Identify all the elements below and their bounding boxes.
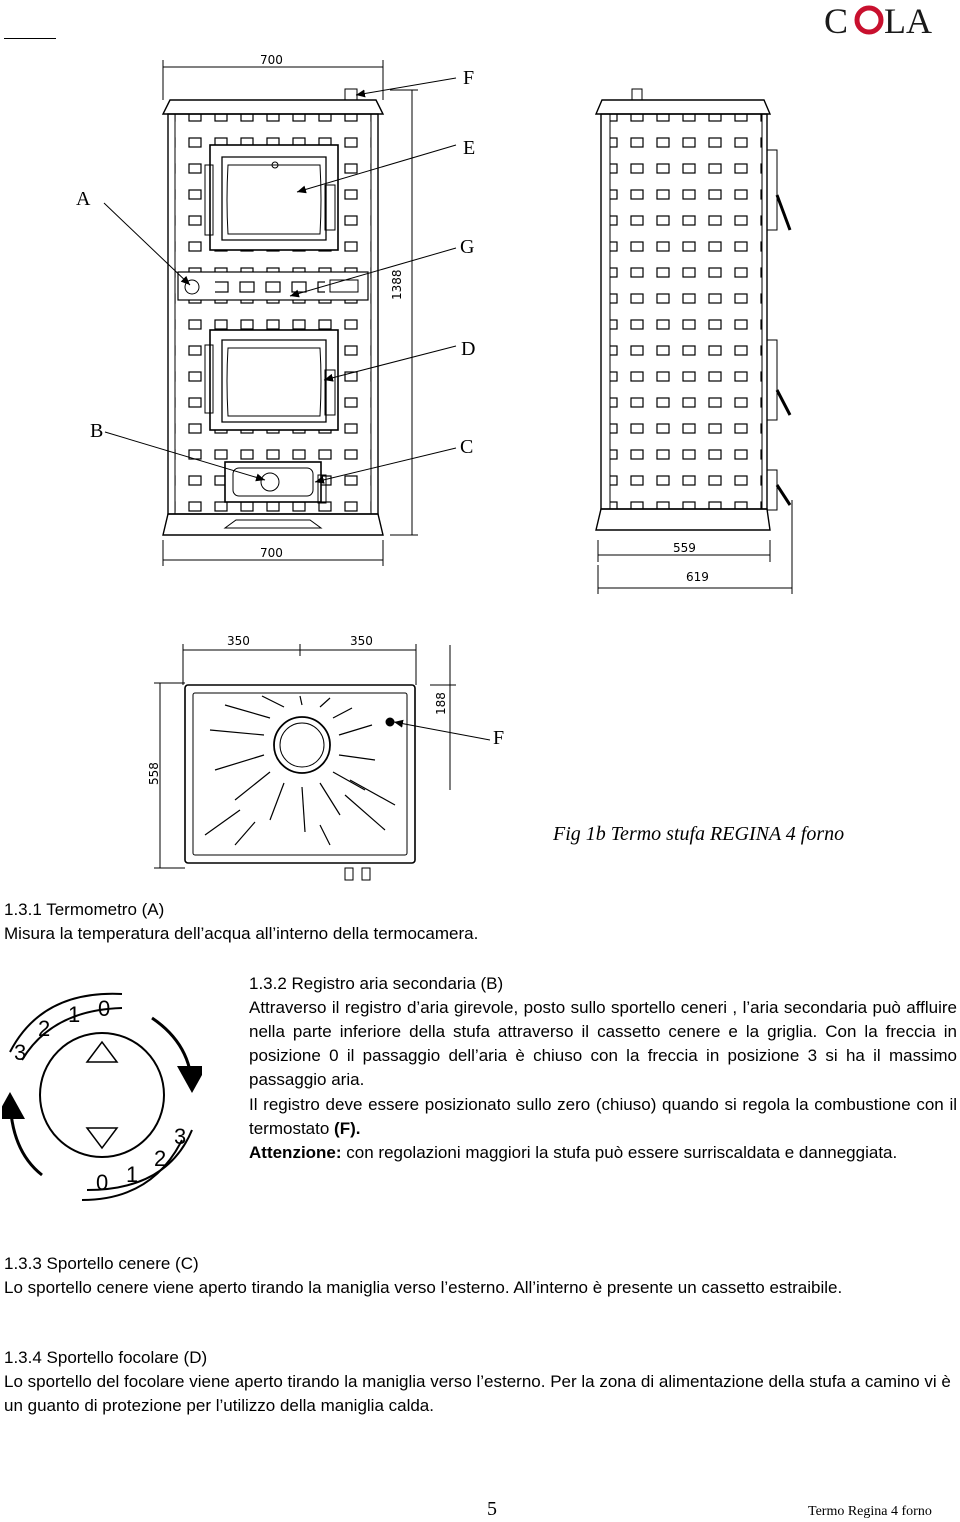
warning-text: con regolazioni maggiori la stufa può es… [341, 1143, 898, 1162]
dial-graphic [2, 992, 202, 1201]
side-view [594, 88, 793, 594]
section-1-3-3-body: Lo sportello cenere viene aperto tirando… [4, 1278, 843, 1297]
figure-caption: Fig 1b Termo stufa REGINA 4 forno [553, 823, 845, 845]
front-view [161, 60, 418, 566]
svg-text:LA: LA [884, 1, 932, 40]
section-1-3-2-title: 1.3.2 Registro aria secondaria (B) [249, 974, 504, 993]
dial-number-bottom-0: 0 [96, 1170, 109, 1195]
svg-text:C: C [824, 1, 848, 40]
callout-label-e: E [463, 137, 476, 159]
paragraph-2-text: Il registro deve essere posizionato sull… [249, 1095, 957, 1138]
dim-top-depth: 558 [147, 762, 161, 785]
air-register-dial: 3 2 1 0 0 1 2 3 [2, 990, 202, 1205]
dial-number-bottom-1: 1 [126, 1162, 139, 1187]
dial-number-top-2: 2 [38, 1016, 51, 1041]
dial-number-bottom-2: 2 [154, 1146, 167, 1171]
section-1-3-4-title: 1.3.4 Sportello focolare (D) [4, 1348, 208, 1367]
section-1-3-2-warning: Attenzione: con regolazioni maggiori la … [249, 1141, 957, 1165]
top-view [154, 644, 456, 881]
section-1-3-1-body: Misura la temperatura dell’acqua all’int… [4, 924, 479, 943]
callout-label-f-top: F [463, 67, 475, 89]
dial-number-top-0: 0 [98, 996, 111, 1021]
callout-label-a: A [76, 188, 91, 210]
dial-number-top-1: 1 [68, 1002, 81, 1027]
dim-front-height: 1388 [390, 269, 404, 300]
section-1-3-2-paragraph-1: Attraverso il registro d’aria girevole, … [249, 998, 957, 1089]
callout-label-b: B [90, 420, 104, 442]
callout-label-c: C [460, 436, 474, 458]
dim-front-width-bottom: 700 [260, 546, 283, 560]
footer-doc-title: Termo Regina 4 forno [808, 1504, 932, 1519]
callout-label-f-topview: F [493, 727, 505, 749]
page-number: 5 [487, 1498, 497, 1520]
header-rule [4, 38, 56, 39]
warning-label: Attenzione: [249, 1143, 342, 1162]
dim-top-offset: 188 [434, 692, 448, 715]
dim-side-depth-inner: 559 [673, 541, 696, 555]
dial-number-top-3: 3 [14, 1040, 27, 1065]
callout-label-d: D [461, 338, 476, 360]
section-1-3-1-title: 1.3.1 Termometro (A) [4, 900, 165, 919]
dim-side-depth-outer: 619 [686, 570, 709, 584]
section-1-3-2-paragraph-2: Il registro deve essere posizionato sull… [249, 1093, 957, 1141]
dim-front-width-top: 700 [260, 53, 283, 67]
dial-number-bottom-3: 3 [174, 1124, 187, 1149]
callout-label-g: G [460, 236, 475, 258]
section-1-3-3-title: 1.3.3 Sportello cenere (C) [4, 1254, 199, 1273]
dim-top-left: 350 [227, 634, 250, 648]
logo-graphic: C LA [824, 1, 932, 40]
brand-logo: C LA [822, 0, 952, 40]
stove-technical-drawing [103, 60, 793, 881]
section-1-3-4-body: Lo sportello del focolare viene aperto t… [4, 1372, 951, 1415]
dim-top-right: 350 [350, 634, 373, 648]
thermostat-reference: (F). [334, 1119, 361, 1138]
callout-arrows [103, 77, 491, 741]
